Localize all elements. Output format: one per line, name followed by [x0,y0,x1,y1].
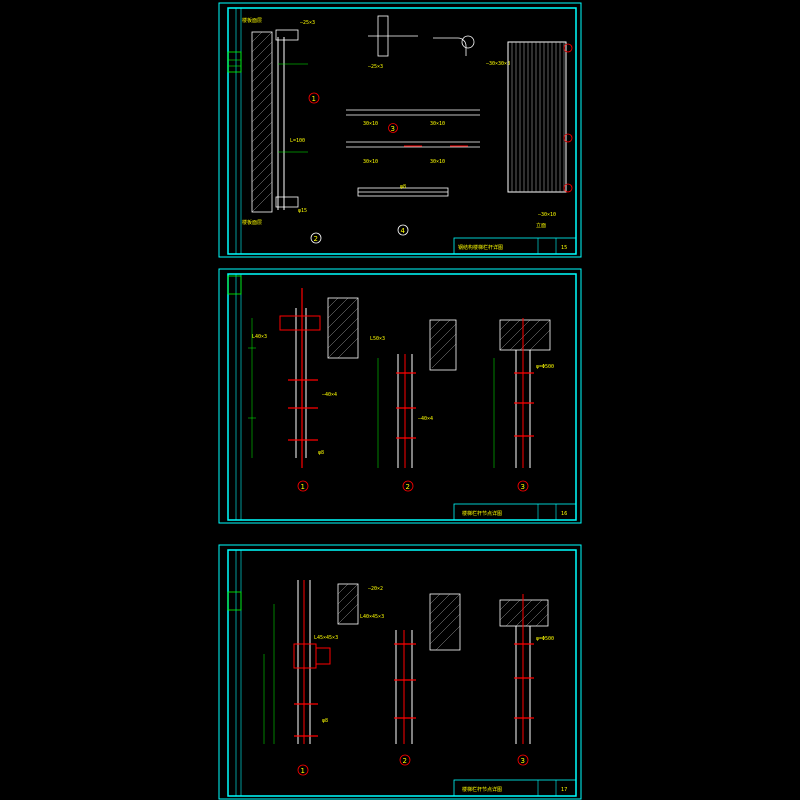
title-block [453,503,577,521]
horizontal-bars [346,109,480,197]
sheet-border [218,2,582,258]
sheet-title: 楼梯栏杆节点详图 [462,786,502,793]
label-30x10-c: 30×10 [363,159,378,165]
detail-callout-2[interactable] [402,480,414,492]
detail-callout-2[interactable] [399,754,411,766]
top-detail [368,15,475,57]
node-detail-2 [377,319,457,468]
label-l-angle: L=100 [290,138,305,144]
label-pipe: φ=Φ500 [536,364,554,370]
label-elevation: 立面 [536,222,546,229]
detail-number-3: 3 [521,483,525,491]
label-bar-8: φ8 [400,184,406,190]
label-flat-30x10: —30×10 [538,212,556,218]
detail-callout-3[interactable] [388,123,398,133]
detail-callout-1[interactable] [297,764,309,776]
node-detail-1 [248,288,359,468]
detail-callout-1[interactable] [297,480,309,492]
detail-number-4: 4 [401,227,406,235]
detail-number-1: 1 [301,483,305,491]
label-flat-2: —40×4 [418,416,433,422]
label-top-left: 楼板面层 [242,17,262,24]
label-bottom-left: 楼板面层 [242,219,262,226]
detail-callout-2[interactable] [310,232,322,244]
binding-strip [227,8,242,254]
label-30x10-d: 30×10 [430,159,445,165]
detail-callout-3[interactable] [517,480,529,492]
title-block [453,237,577,255]
sheet-border [218,544,582,800]
railing-elevation [507,41,573,193]
sheet-number: 15 [561,245,567,251]
label-flat: —20×2 [368,586,383,592]
sheet-number: 17 [561,787,567,793]
wall-section [251,29,308,213]
label-30x10-a: 30×10 [363,121,378,127]
sheet-title: 钢结构楼梯栏杆详图 [458,244,503,251]
label-steel-25x3: —25×3 [368,64,383,70]
node-detail-1 [263,580,359,744]
label-30x10-b: 30×10 [430,121,445,127]
detail-callout-3[interactable] [517,754,529,766]
binding-strip [227,550,242,796]
sheet-title: 楼梯栏杆节点详图 [462,510,502,517]
label-pipe: φ=Φ500 [536,636,554,642]
detail-number-2: 2 [314,235,318,243]
label-rebar: φ8 [318,450,324,456]
detail-number-2: 2 [406,483,410,491]
inner-frame [227,7,577,255]
detail-number-1: 1 [301,767,305,775]
sheet-border [218,268,582,524]
label-angle-1: L45×45×3 [314,635,338,641]
label-angle-1: L40×3 [252,334,267,340]
inner-frame [227,273,577,521]
drawing-sheet-1[interactable]: 楼板面层 楼板面层 —25×3 L=100 φ15 1 2 —25×3 —30×… [218,2,582,258]
label-angle-2: L40×45×3 [360,614,384,620]
drawing-sheet-2[interactable]: L40×3 —40×4 φ8 1 L50×3 —40×4 2 [218,268,582,524]
detail-callout-1[interactable] [308,92,320,104]
detail-callout-4[interactable] [397,224,409,236]
node-detail-2 [394,593,461,744]
node-detail-3 [499,594,549,744]
detail-number-3: 3 [391,125,395,133]
node-detail-3 [493,318,551,468]
sheet-number: 16 [561,511,567,517]
label-flat-1: —40×4 [322,392,337,398]
detail-number-3: 3 [521,757,525,765]
detail-number-2: 2 [403,757,407,765]
label-flat-bar-mid: —30×30×3 [486,61,510,67]
label-angle-2: L50×3 [370,336,385,342]
binding-strip [227,274,242,520]
label-flat-bar-top: —25×3 [300,20,315,26]
title-block [453,779,577,797]
detail-number-1: 1 [312,95,316,103]
label-rod: φ15 [298,208,307,214]
label-rebar: φ8 [322,718,328,724]
inner-frame [227,549,577,797]
drawing-sheet-3[interactable]: L45×45×3 φ8 1 —20×2 L40×45×3 2 [218,544,582,800]
